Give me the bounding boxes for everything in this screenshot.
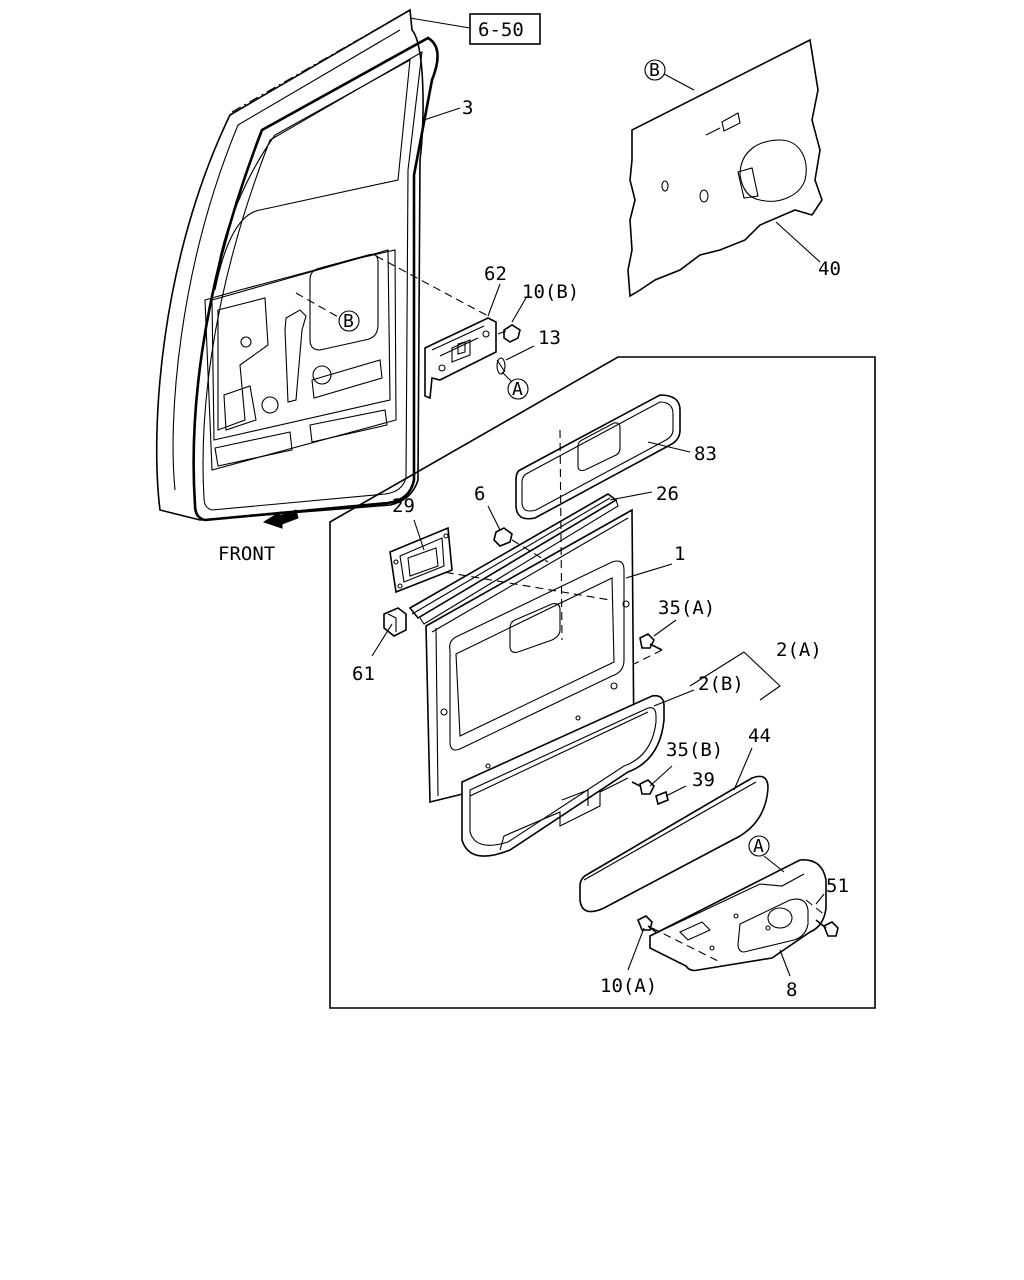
ref-box-label: 6-50: [478, 19, 524, 41]
label-part-51: 51: [826, 875, 849, 897]
sub-assembly-box: [329, 356, 876, 1009]
part-40-sealing-sheet: [627, 38, 823, 298]
label-part-26: 26: [656, 483, 679, 505]
part-2b-armrest-pocket: [461, 694, 665, 857]
label-part-62: 62: [484, 263, 507, 285]
label-part-1: 1: [674, 543, 685, 565]
label-part-61: 61: [352, 663, 375, 685]
part-39-cap: [655, 790, 669, 806]
label-part-8: 8: [786, 979, 797, 1001]
part-8-armrest-cover: [649, 859, 827, 972]
leader-lines: [371, 107, 825, 977]
label-part-40: 40: [818, 258, 841, 280]
label-part-35b: 35(B): [666, 739, 723, 761]
part-10b-screw: [497, 324, 521, 343]
label-part-2a: 2(A): [776, 639, 822, 661]
label-part-10a: 10(A): [600, 975, 657, 997]
part-6-clip: [493, 527, 549, 563]
part-26-retainer-strip: [408, 493, 619, 625]
label-part-6: 6: [474, 483, 485, 505]
label-part-83: 83: [694, 443, 717, 465]
label-part-3: 3: [462, 97, 473, 119]
front-arrow-icon: [262, 509, 299, 529]
part-29-speaker-bracket: [389, 526, 453, 594]
part-labels: 3 40 62 10(B) 13 83 26 6 29 1 35(A) 61 2…: [352, 97, 849, 1001]
door-frame-assembly: [155, 8, 489, 522]
part-62-bracket: [424, 317, 497, 400]
label-part-39: 39: [692, 769, 715, 791]
svg-text:A: A: [512, 379, 523, 400]
marker-b-top: B: [644, 59, 695, 91]
front-label: FRONT: [218, 543, 275, 565]
svg-text:B: B: [343, 311, 354, 332]
part-35b-screw: [631, 779, 655, 795]
part-1-door-trim-board: [419, 429, 635, 804]
label-part-13: 13: [538, 327, 561, 349]
label-part-35a: 35(A): [658, 597, 715, 619]
part-35a-screw: [633, 633, 663, 665]
label-part-10b: 10(B): [522, 281, 579, 303]
label-part-2b: 2(B): [698, 673, 744, 695]
part-13-clip: [496, 357, 506, 375]
label-part-29: 29: [392, 495, 415, 517]
marker-b-door: B: [338, 310, 360, 332]
marker-a-clip: A: [501, 371, 529, 400]
ref-box: [469, 13, 541, 45]
part-10a-screw: [636, 915, 657, 933]
part-44-armrest-pad: [579, 775, 769, 913]
label-part-44: 44: [748, 725, 771, 747]
svg-text:B: B: [649, 60, 660, 81]
part-51-screw: [815, 919, 839, 937]
part-83-upper-trim: [515, 394, 681, 520]
marker-a-armrest: A: [748, 835, 785, 873]
svg-text:A: A: [753, 836, 764, 857]
